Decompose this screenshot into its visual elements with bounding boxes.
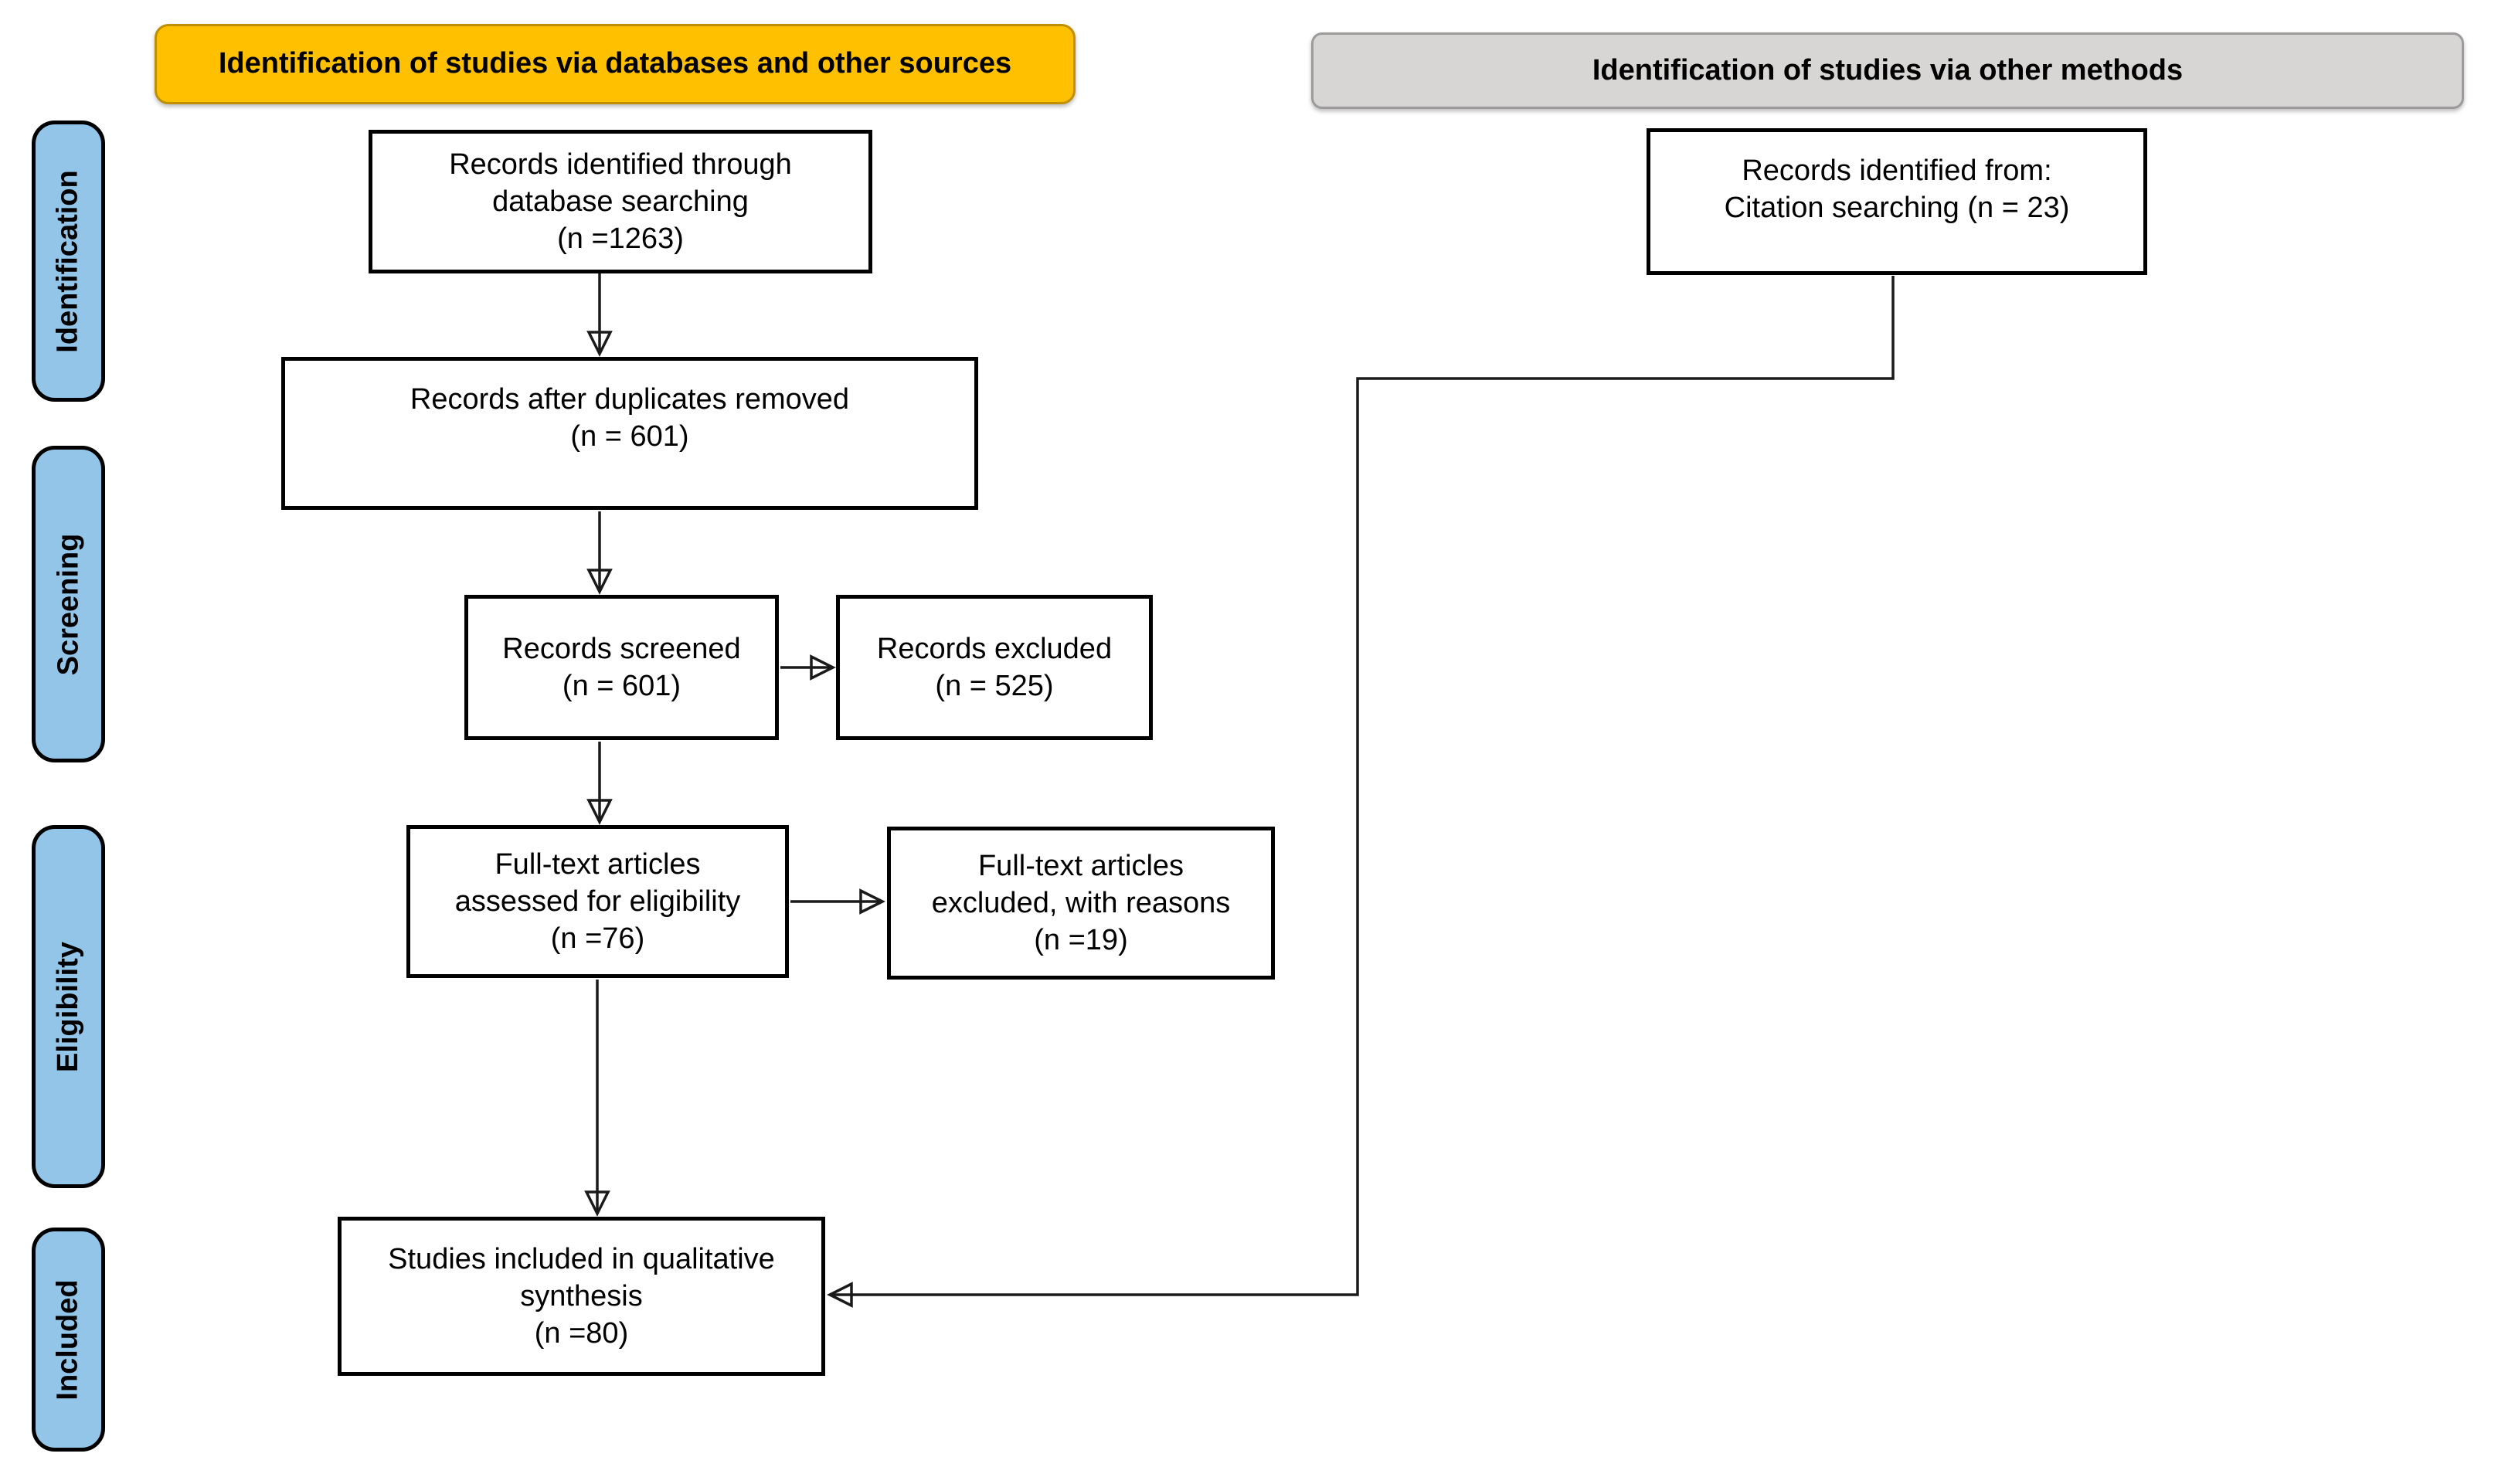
box-studies-included-text: Studies included in qualitative synthesi… <box>388 1242 775 1350</box>
box-fulltext-excluded-text: Full-text articles excluded, with reason… <box>931 849 1231 957</box>
box-duplicates-removed-text: Records after duplicates removed (n = 60… <box>410 383 850 453</box>
box-studies-included: Studies included in qualitative synthesi… <box>338 1217 825 1376</box>
header-databases-label: Identification of studies via databases … <box>218 47 1012 80</box>
stage-label-eligibility: Eligibility <box>32 825 105 1188</box>
stage-label-screening-text: Screening <box>52 533 85 675</box>
stage-label-identification: Identification <box>32 121 105 402</box>
header-other-methods-label: Identification of studies via other meth… <box>1592 53 2184 87</box>
box-citation-searching: Records identified from: Citation search… <box>1647 128 2147 275</box>
box-fulltext-assessed-text: Full-text articles assessed for eligibil… <box>454 847 741 956</box>
header-databases: Identification of studies via databases … <box>155 24 1076 104</box>
box-citation-searching-text: Records identified from: Citation search… <box>1724 155 2070 225</box>
box-records-identified: Records identified through database sear… <box>369 130 872 273</box>
box-records-identified-text: Records identified through database sear… <box>449 148 792 256</box>
box-records-screened-text: Records screened (n = 601) <box>502 632 741 702</box>
header-other-methods: Identification of studies via other meth… <box>1311 32 2464 109</box>
box-records-excluded: Records excluded (n = 525) <box>836 595 1153 740</box>
connector-citation-to-included <box>827 276 1895 1308</box>
stage-label-screening: Screening <box>32 446 105 762</box>
stage-label-eligibility-text: Eligibility <box>52 941 84 1072</box>
stage-label-included: Included <box>32 1228 105 1452</box>
box-fulltext-excluded: Full-text articles excluded, with reason… <box>887 827 1275 980</box>
box-records-excluded-text: Records excluded (n = 525) <box>876 632 1113 702</box>
box-fulltext-assessed: Full-text articles assessed for eligibil… <box>406 825 789 978</box>
stage-label-included-text: Included <box>52 1279 85 1401</box>
stage-label-identification-text: Identification <box>52 169 85 353</box>
box-duplicates-removed: Records after duplicates removed (n = 60… <box>281 357 978 510</box>
box-records-screened: Records screened (n = 601) <box>464 595 779 740</box>
